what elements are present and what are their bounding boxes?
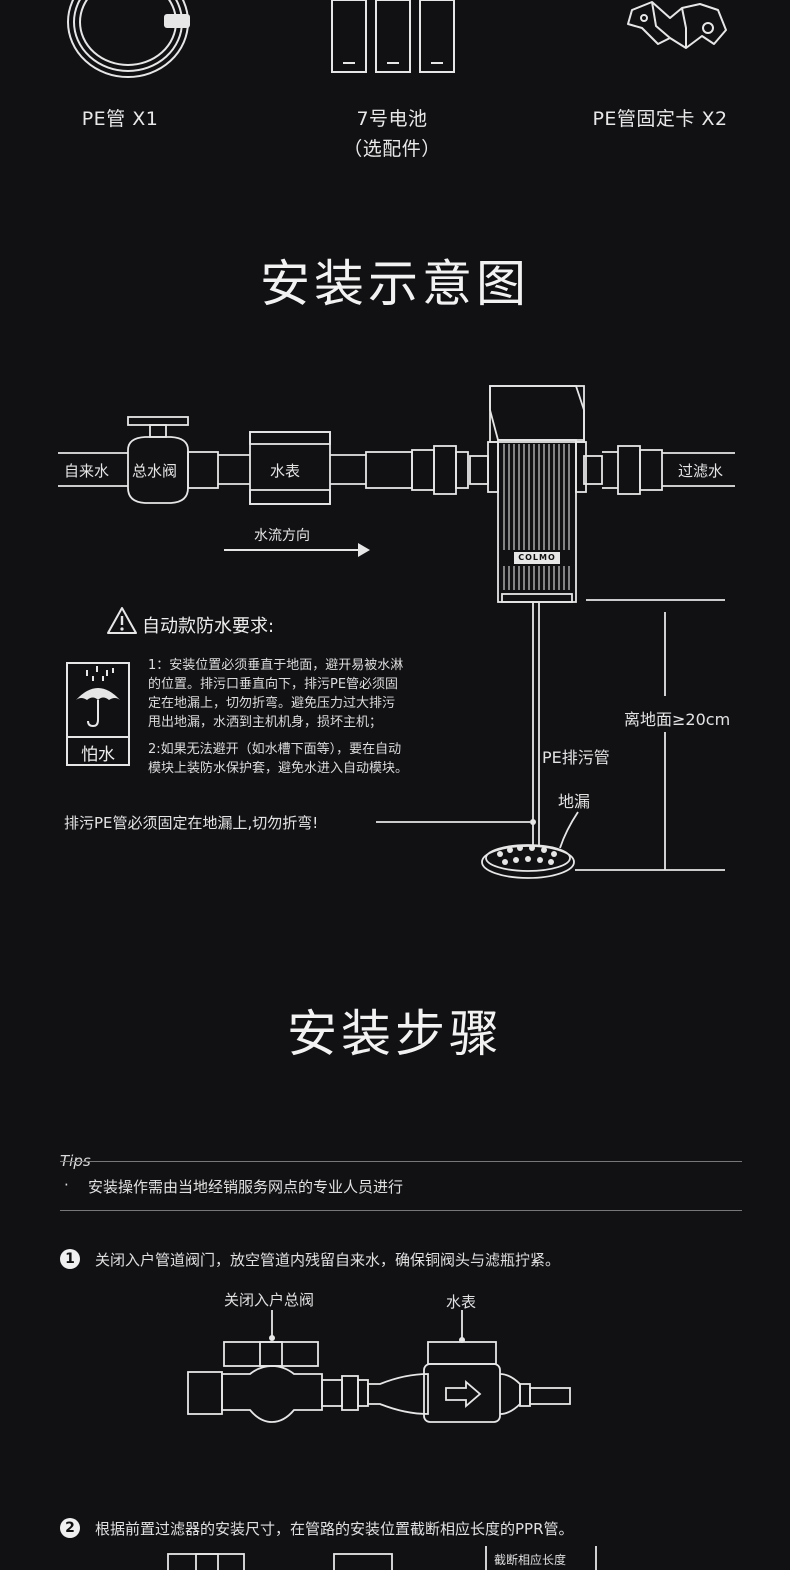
drain-pipe-label: PE排污管 (542, 748, 610, 767)
step-2-cut-callout: 截断相应长度 (494, 1553, 567, 1567)
part-label-pipe-clip: PE管固定卡 X2 (592, 108, 728, 130)
step-1-pipe-diagram (187, 1310, 571, 1423)
warning-icon (107, 607, 137, 634)
warning-line-1: 1：安装位置必须垂直于地面，避开易被水淋 (148, 658, 404, 673)
part-label-battery-optional: （选配件） (343, 138, 441, 160)
pe-pipe-coil-icon (67, 0, 190, 78)
step-2-number: 2 (60, 1518, 80, 1538)
floor-drain-label: 地漏 (558, 792, 591, 811)
step-1-number: 1 (60, 1249, 80, 1269)
warning-line-2: 的位置。排污口垂直向下，排污PE管必须固 (148, 677, 399, 692)
warning-line-5: 2:如果无法避开（如水槽下面等），要在自动 (148, 742, 402, 757)
meter-label: 水表 (270, 462, 301, 480)
tips-divider-bottom (60, 1210, 742, 1211)
part-label-battery: 7号电池 (356, 108, 428, 130)
battery-icon (331, 0, 455, 73)
tips-bullet: · (64, 1176, 69, 1194)
outlet-label: 过滤水 (678, 462, 724, 480)
step-1-meter-callout: 水表 (446, 1293, 477, 1311)
install-diagram (58, 385, 735, 879)
warning-line-6: 模块上装防水保护套，避免水进入自动模块。 (148, 761, 409, 776)
umbrella-rain-icon (76, 666, 120, 728)
tips-text: 安装操作需由当地经销服务网点的专业人员进行 (88, 1178, 404, 1196)
pipe-clip-icon (627, 1, 727, 49)
water-sensitive-label: 怕水 (81, 745, 115, 765)
step-1-valve-callout: 关闭入户总阀 (224, 1291, 315, 1309)
part-label-pe-pipe: PE管 X1 (81, 108, 159, 130)
step-2-text: 根据前置过滤器的安装尺寸，在管路的安装位置截断相应长度的PPR管。 (95, 1520, 574, 1538)
drain-note: 排污PE管必须固定在地漏上,切勿折弯! (64, 814, 319, 832)
flow-direction-label: 水流方向 (254, 528, 310, 544)
warning-line-4: 甩出地漏，水洒到主机机身，损坏主机； (148, 715, 383, 730)
brand-logo: COLMO (518, 553, 556, 562)
water-sensitive-badge: 怕水 (66, 662, 130, 766)
inlet-label: 自来水 (64, 462, 110, 480)
diagram-title: 安装示意图 (260, 255, 530, 313)
warning-title: 自动款防水要求: (142, 616, 275, 637)
tips-divider-top (60, 1161, 742, 1162)
main-valve-label: 总水阀 (132, 462, 178, 480)
warning-line-3: 定在地漏上，切勿折弯。避免压力过大排污 (148, 696, 396, 711)
steps-title: 安装步骤 (287, 1005, 503, 1063)
step-1-text: 关闭入户管道阀门，放空管道内残留自来水，确保铜阀头与滤瓶拧紧。 (95, 1251, 561, 1269)
height-label: 离地面≥20cm (624, 706, 731, 730)
